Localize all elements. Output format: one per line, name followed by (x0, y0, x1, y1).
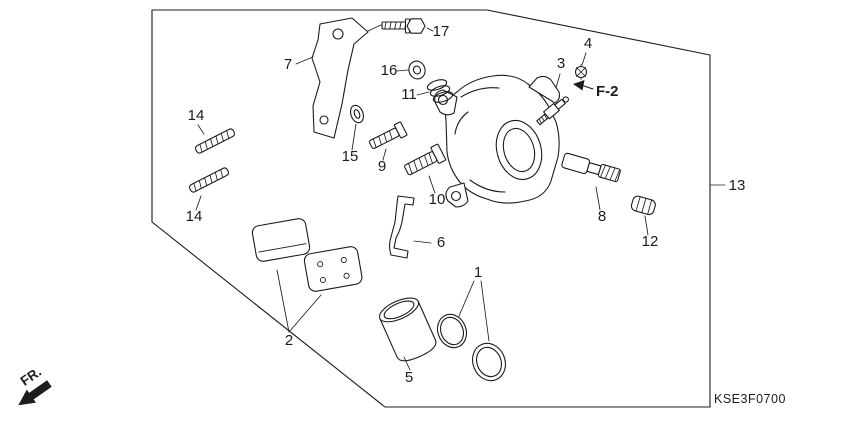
callout-3: 3 (557, 55, 565, 72)
washer-15 (350, 104, 364, 124)
leader-1a (458, 280, 475, 317)
leader-17 (426, 27, 434, 32)
leader-16 (396, 69, 409, 72)
pin-bolt-10 (404, 143, 447, 176)
brake-pad-inner (303, 246, 363, 292)
dust-seal (471, 342, 507, 382)
callout-10: 10 (429, 191, 446, 208)
leader-3 (555, 73, 561, 89)
callout-9: 9 (378, 158, 386, 175)
caliper-piston (378, 297, 437, 362)
leader-9 (382, 148, 387, 161)
callout-labels: 17 7 16 11 4 3 F-2 14 14 15 9 10 8 12 6 … (186, 23, 746, 386)
pin-boot (630, 195, 656, 216)
brake-pad-outer (251, 218, 311, 262)
leader-14a (197, 124, 205, 135)
bleeder-screw (536, 96, 569, 126)
callout-17: 17 (433, 23, 450, 40)
caliper-body (434, 74, 561, 208)
leader-6 (413, 240, 432, 244)
callout-1: 1 (474, 264, 482, 281)
pin-bolt-9 (368, 121, 408, 150)
clip-nut (574, 64, 588, 80)
section-ref-arrow (573, 80, 594, 91)
callout-5: 5 (405, 369, 413, 386)
callout-15: 15 (342, 148, 359, 165)
leader-11 (416, 91, 430, 96)
assembly-frame (151, 9, 711, 408)
callout-12: 12 (642, 233, 659, 250)
leader-1b (480, 280, 490, 342)
leader-4 (581, 52, 587, 66)
slide-pin (561, 152, 621, 183)
leader-2a (276, 269, 290, 333)
callout-14-upper: 14 (188, 107, 205, 124)
callout-4: 4 (584, 35, 592, 52)
callout-11: 11 (401, 86, 417, 103)
piston-seal (436, 313, 468, 349)
pad-spring-coil (426, 79, 454, 103)
leader-7 (295, 56, 314, 65)
leader-12 (644, 215, 649, 236)
callout-13: 13 (729, 177, 746, 194)
leader-8 (595, 186, 601, 211)
bracket-plate (311, 17, 369, 139)
flange-bolt (381, 18, 426, 34)
leader-2b (288, 294, 322, 333)
callout-14-lower: 14 (186, 208, 203, 225)
leader-5 (403, 356, 411, 371)
callout-7: 7 (284, 56, 292, 73)
leader-14b (195, 195, 202, 211)
stud-upper (194, 128, 236, 154)
leader-15 (351, 123, 357, 151)
pad-retainer (388, 195, 415, 259)
callout-16: 16 (381, 62, 398, 79)
callout-8: 8 (598, 208, 606, 225)
front-direction-marker: FR. (18, 364, 52, 406)
diagram-code: KSE3F0700 (714, 392, 786, 406)
washer-16 (408, 60, 426, 80)
stud-lower (188, 167, 230, 193)
front-arrow-icon (18, 380, 52, 406)
callout-2: 2 (285, 332, 293, 349)
section-ref: F-2 (596, 83, 619, 100)
leader-10 (428, 175, 436, 194)
front-marker-label: FR. (18, 364, 44, 389)
leader-lines (195, 27, 726, 371)
bracket-bolt-line (367, 24, 382, 32)
callout-6: 6 (437, 234, 445, 251)
